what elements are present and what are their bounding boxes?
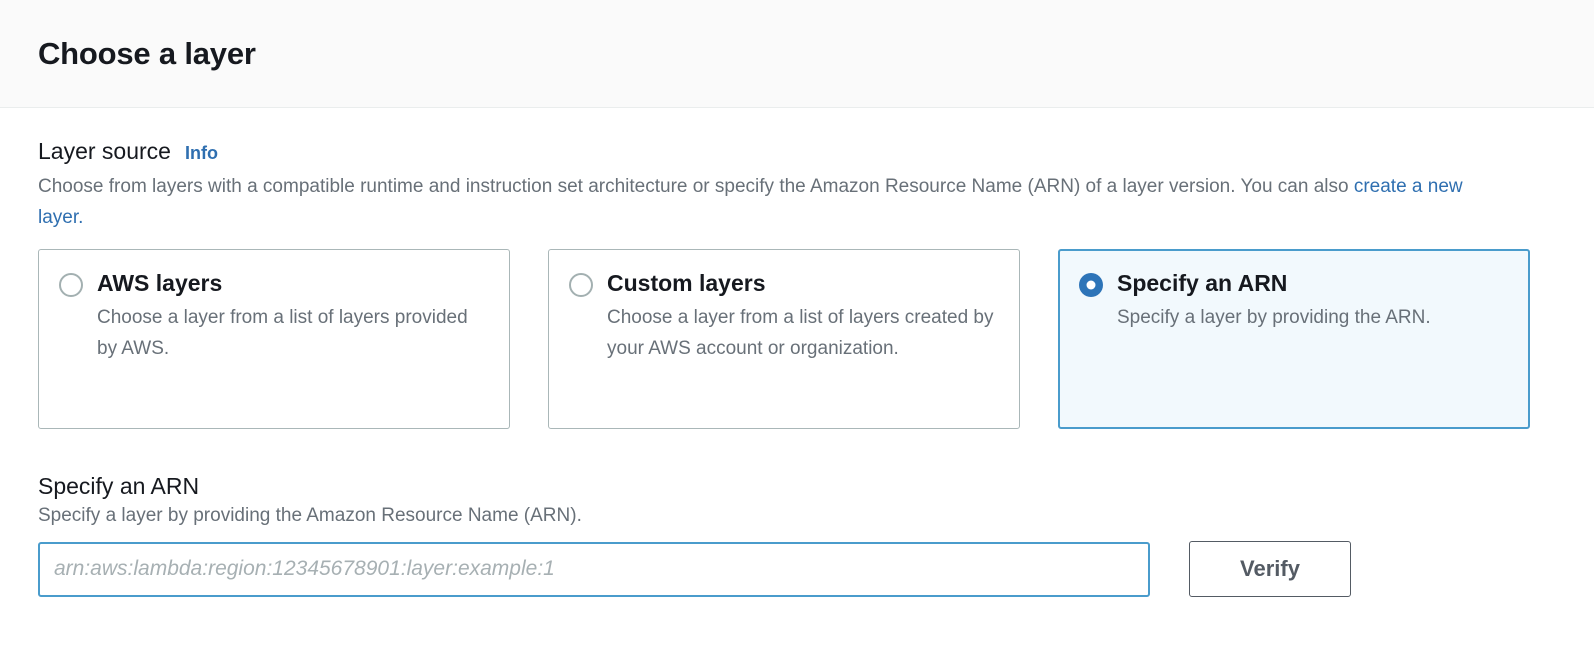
layer-source-description: Choose from layers with a compatible run… bbox=[38, 171, 1478, 233]
radio-icon-custom-layers[interactable] bbox=[569, 273, 593, 297]
layer-source-radio-group: AWS layers Choose a layer from a list of… bbox=[38, 249, 1556, 429]
radio-card-aws-layers[interactable]: AWS layers Choose a layer from a list of… bbox=[38, 249, 510, 429]
radio-card-aws-layers-description: Choose a layer from a list of layers pro… bbox=[97, 307, 468, 359]
radio-card-specify-an-arn-description: Specify a layer by providing the ARN. bbox=[1117, 307, 1431, 328]
create-a-new-layer-link[interactable]: create a new layer. bbox=[38, 176, 1463, 228]
modal-header: Choose a layer bbox=[0, 0, 1594, 108]
radio-icon-specify-an-arn[interactable] bbox=[1079, 273, 1103, 297]
radio-card-specify-an-arn-title: Specify an ARN bbox=[1117, 270, 1288, 296]
verify-button[interactable]: Verify bbox=[1189, 541, 1351, 597]
radio-icon-aws-layers[interactable] bbox=[59, 273, 83, 297]
layer-source-label-row: Layer source Info bbox=[38, 138, 1556, 165]
layer-source-label: Layer source bbox=[38, 138, 171, 164]
info-link[interactable]: Info bbox=[184, 143, 218, 163]
modal-body: Layer source Info Choose from layers wit… bbox=[0, 108, 1594, 597]
radio-card-custom-layers[interactable]: Custom layers Choose a layer from a list… bbox=[548, 249, 1020, 429]
page-title: Choose a layer bbox=[38, 35, 256, 71]
radio-card-specify-an-arn[interactable]: Specify an ARN Specify a layer by provid… bbox=[1058, 249, 1530, 429]
radio-card-custom-layers-title: Custom layers bbox=[607, 270, 766, 296]
arn-section-description: Specify a layer by providing the Amazon … bbox=[38, 505, 582, 526]
radio-card-custom-layers-description: Choose a layer from a list of layers cre… bbox=[607, 307, 994, 359]
radio-card-custom-layers-text: Custom layers Choose a layer from a list… bbox=[607, 268, 999, 364]
arn-input-row: Verify bbox=[38, 541, 1556, 597]
radio-card-aws-layers-title: AWS layers bbox=[97, 270, 223, 296]
radio-card-specify-an-arn-text: Specify an ARN Specify a layer by provid… bbox=[1117, 268, 1509, 333]
arn-section-title: Specify an ARN bbox=[38, 473, 200, 499]
radio-card-aws-layers-text: AWS layers Choose a layer from a list of… bbox=[97, 268, 489, 364]
layer-source-description-text: Choose from layers with a compatible run… bbox=[38, 176, 1354, 197]
arn-input[interactable] bbox=[38, 541, 1150, 597]
